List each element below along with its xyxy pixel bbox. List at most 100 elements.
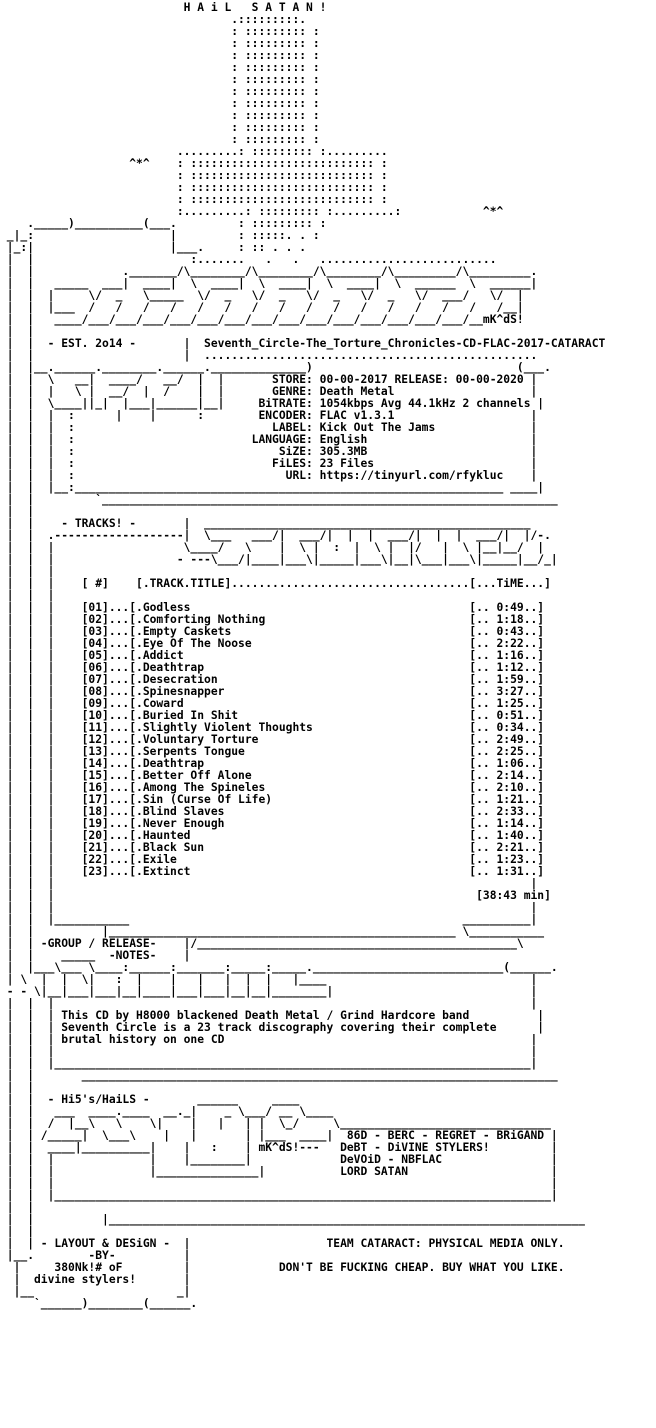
nfo-line: .:::::::::. [0, 14, 307, 26]
nfo-line: | divine stylers! | [0, 1274, 191, 1286]
nfo-line: | | | \____/ \ | \ | : | \ | |/ | \ |__|… [0, 542, 545, 554]
nfo-line: | | `___________________________________… [0, 494, 558, 506]
nfo-line: |__ _| [0, 1286, 191, 1298]
nfo-line: : ::::::::: : [0, 110, 320, 122]
nfo-line: | | | : LABEL: Kick Out The Jams | [0, 422, 538, 434]
nfo-line: | | | ..................................… [0, 350, 538, 362]
nfo-line: | | | [01]...[.Godless [.. 0:49..] [0, 602, 545, 614]
nfo-line: | | | [23]...[.Extinct [.. 1:31..] [0, 866, 545, 878]
nfo-line: | | |__:________________________________… [0, 482, 545, 494]
nfo-line: `______)________(______. [0, 1298, 198, 1310]
nfo-line: | | -GROUP / RELEASE- |/________________… [0, 938, 524, 950]
nfo-line: | | [0, 326, 35, 338]
nfo-line: - - \|__|___|___|__|____|___|___|__|__|_… [0, 986, 538, 998]
nfo-line: | | ____________________________________… [0, 1070, 558, 1082]
nfo-line: | \ | | \| : | | | | | | |____ | [0, 974, 538, 986]
nfo-line: | | | [05]...[.Addict [.. 1:16..] [0, 650, 545, 662]
nfo-line: : ::::::::: : [0, 26, 320, 38]
nfo-line: | | | [13]...[.Serpents Tongue [.. 2:25.… [0, 746, 545, 758]
nfo-line: | | | Seventh Circle is a 23 track disco… [0, 1022, 545, 1034]
nfo-line: | | | [10]...[.Buried In Shit [.. 0:51..… [0, 710, 545, 722]
nfo-line: | | [0, 1226, 35, 1238]
nfo-line: | | - EST. 2o14 - | Seventh_Circle-The_T… [0, 338, 606, 350]
nfo-line: | | | [17]...[.Sin (Curse Of Life) [.. 1… [0, 794, 545, 806]
nfo-line: | | | [06]...[.Deathtrap [.. 1:12..] [0, 662, 545, 674]
nfo-line: | | _____ ___| ____| \ ____| \ ____| \ _… [0, 278, 538, 290]
nfo-line: | | | - ---\___/|____|___\|_____|___\|__… [0, 554, 558, 566]
nfo-line: | | | | |________| DeVOiD - NBFLAC | [0, 1154, 558, 1166]
nfo-line: :.........: ::::::::: :.........: ^*^ [0, 206, 504, 218]
nfo-line: |_:| |___. : :: . . . [0, 242, 307, 254]
nfo-line: | | | \/ _ \_____ \/ _ \/ _ \/ _ \/ _ \/… [0, 290, 524, 302]
nfo-line: ^*^ : ::::::::::::::::::::::::::: : [0, 158, 388, 170]
nfo-line: | | - LAYOUT & DESiGN - | TEAM CATARACT:… [0, 1238, 565, 1250]
nfo-line: : ::::::::: : [0, 50, 320, 62]
nfo-line: : ::::::::: : [0, 62, 320, 74]
nfo-line: : ::::::::::::::::::::::::::: : [0, 194, 388, 206]
nfo-line: | | [0, 1202, 35, 1214]
nfo-line: | | | brutal history on one CD | [0, 1034, 538, 1046]
nfo-line: | | |___________________________________… [0, 1214, 585, 1226]
nfo-line: | | | : LANGUAGE: English | [0, 434, 538, 446]
nfo-line: | | :....... . . .......................… [0, 254, 497, 266]
nfo-line: | | | [0, 590, 55, 602]
nfo-line: | | | [18]...[.Blind Slaves [.. 2:33..] [0, 806, 545, 818]
nfo-line: | | |___________ __________| [0, 914, 538, 926]
nfo-line: | | |___________________________________… [0, 926, 545, 938]
nfo-line: | | | [08]...[.Spinesnapper [.. 3:27..] [0, 686, 545, 698]
nfo-line: | | | [38:43 min] [0, 890, 551, 902]
nfo-line: H A i L S A T A N ! [0, 2, 327, 14]
nfo-line: | | | | [0, 902, 538, 914]
nfo-line: | | | [03]...[.Empty Caskets [.. 0:43..] [0, 626, 545, 638]
nfo-line: | | \ __| ____/ __/ | | STORE: 00-00-201… [0, 374, 538, 386]
nfo-line: .........: ::::::::: :......... [0, 146, 388, 158]
nfo-line: | | - TRACKS! - | ______________________… [0, 518, 531, 530]
nfo-line: ._____)__________(___. : ::::::::: : [0, 218, 327, 230]
nfo-line: | |___\___ \____:______:_______:_____:__… [0, 962, 558, 974]
nfo-line: | | | | [0, 998, 538, 1010]
nfo-line: | | \____||_| |___|______|__| BiTRATE: 1… [0, 398, 545, 410]
nfo-line: | | | [02]...[.Comforting Nothing [.. 1:… [0, 614, 545, 626]
nfo-line: | | |___ / / / / / / / / / / / / / / / /… [0, 302, 524, 314]
nfo-line: : ::::::::: : [0, 38, 320, 50]
nfo-line: | | ._______/\________/\________/\______… [0, 266, 538, 278]
nfo-line: | | | [09]...[.Coward [.. 1:25..] [0, 698, 545, 710]
nfo-line: | | ____/___/___/___/___/___/___/___/___… [0, 314, 524, 326]
nfo-line: | | _____ -NOTES- | [0, 950, 191, 962]
nfo-line: : ::::::::: : [0, 98, 320, 110]
nfo-line: | | | [15]...[.Better Off Alone [.. 2:14… [0, 770, 545, 782]
nfo-line: | | /_____| \___\ | | | |___ ____| 86D -… [0, 1130, 558, 1142]
nfo-line: |__. -BY- | [0, 1250, 191, 1262]
nfo-line: | | ____|__________| | : | mK^dS!--- DeB… [0, 1142, 558, 1154]
nfo-line: | | | : URL: https://tinyurl.com/rfykluc… [0, 470, 538, 482]
nfo-line: | | | This CD by H8000 blackened Death M… [0, 1010, 545, 1022]
nfo-line: | | | : | | : ENCODER: FLAC v1.3.1 | [0, 410, 538, 422]
nfo-line: : ::::::::: : [0, 122, 320, 134]
nfo-line: | | | : FiLES: 23 Files | [0, 458, 538, 470]
nfo-line: | | | [ #] [.TRACK.TITLE]...............… [0, 578, 551, 590]
nfo-line: | | [0, 1082, 35, 1094]
nfo-line: | | | [12]...[.Voluntary Torture [.. 2:4… [0, 734, 545, 746]
nfo-line: _|_: | : :::::. . : [0, 230, 320, 242]
nfo-line: | | |___________________________________… [0, 1058, 538, 1070]
nfo-line: | | | : SiZE: 305.3MB | [0, 446, 538, 458]
nfo-line: | | | [16]...[.Among The Spineles [.. 2:… [0, 782, 545, 794]
nfo-line: | | ___ ____.____ __._| _ \___/ __ \____ [0, 1106, 334, 1118]
nfo-line: : ::::::::::::::::::::::::::: : [0, 170, 388, 182]
nfo-line: | | | | [0, 1046, 538, 1058]
nfo-line: | |__.______.________.______.___________… [0, 362, 551, 374]
nfo-line: | | | [04]...[.Eye Of The Noose [.. 2:22… [0, 638, 545, 650]
nfo-line: | | | [19]...[.Never Enough [.. 1:14..] [0, 818, 545, 830]
nfo-line: | | .-------------------| \___ ___/| ___… [0, 530, 551, 542]
nfo-line: | | | | [0, 878, 538, 890]
nfo-line: | | [0, 506, 35, 518]
nfo-line: | | |___________________________________… [0, 1190, 558, 1202]
nfo-line: : ::::::::: : [0, 86, 320, 98]
nfo-line: : ::::::::: : [0, 134, 320, 146]
nfo-line: | | | \ | __/ | / | | GENRE: Death Metal… [0, 386, 538, 398]
nfo-line: | | / |__\ \ \| | | | | \_/ \___________… [0, 1118, 551, 1130]
nfo-line: | | | | [0, 1178, 558, 1190]
nfo-line: : ::::::::: : [0, 74, 320, 86]
nfo-line: | | | [14]...[.Deathtrap [.. 1:06..] [0, 758, 545, 770]
